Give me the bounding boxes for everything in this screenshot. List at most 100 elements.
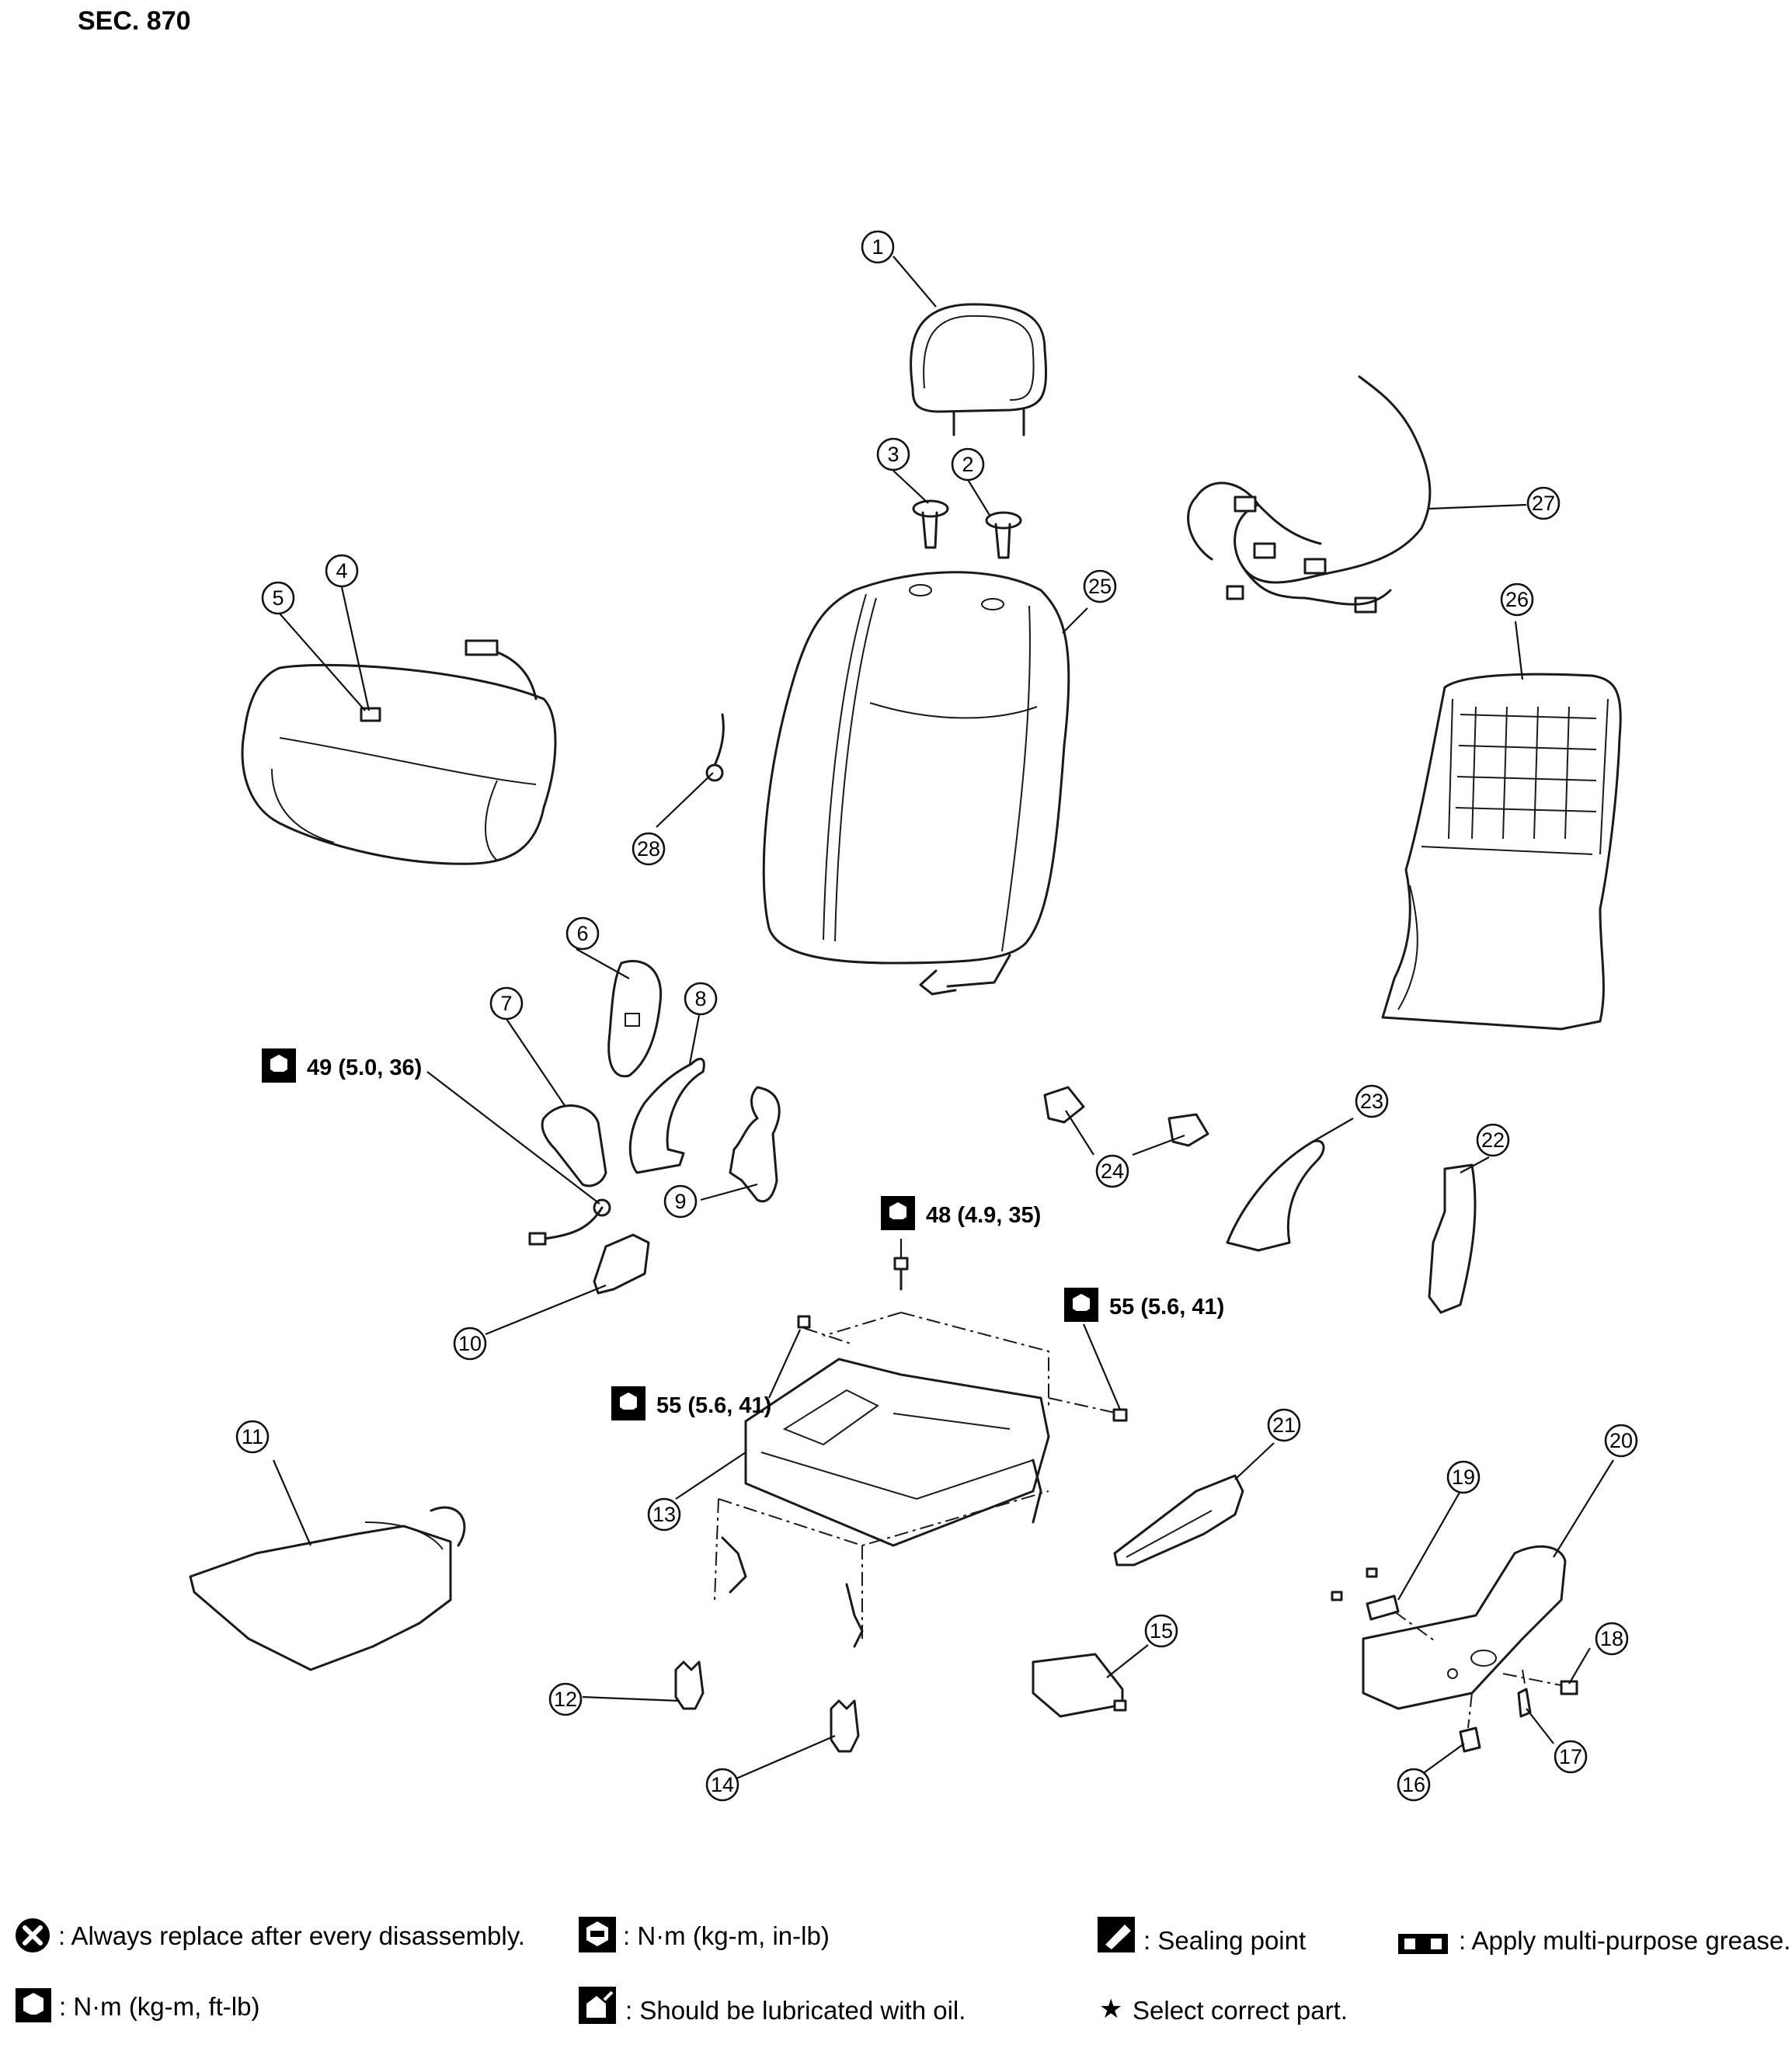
seat-harness xyxy=(1187,375,1432,614)
svg-text:49 (5.0, 36): 49 (5.0, 36) xyxy=(307,1055,422,1080)
callout-8: 8 xyxy=(684,982,718,1016)
callout-20: 20 xyxy=(1604,1424,1638,1458)
svg-text:14: 14 xyxy=(711,1773,734,1796)
svg-text:10: 10 xyxy=(458,1332,482,1355)
svg-text:28: 28 xyxy=(637,837,660,861)
recliner-cover-inner xyxy=(607,959,663,1078)
svg-text:27: 27 xyxy=(1532,492,1555,515)
svg-text:7: 7 xyxy=(500,992,512,1015)
svg-text:15: 15 xyxy=(1150,1619,1173,1643)
callout-17: 17 xyxy=(1554,1740,1588,1774)
callout-26: 26 xyxy=(1500,582,1534,617)
svg-text:8: 8 xyxy=(694,987,706,1010)
x-circle-icon xyxy=(16,1918,50,1952)
callout-25: 25 xyxy=(1083,569,1117,603)
legend: : Always replace after every disassembly… xyxy=(16,1917,1790,2025)
svg-text:25: 25 xyxy=(1088,575,1112,598)
callout-3: 3 xyxy=(876,437,910,471)
section-label: SEC. 870 xyxy=(78,6,191,36)
socket-torque-icon xyxy=(1064,1288,1098,1322)
svg-text:11: 11 xyxy=(242,1425,263,1448)
torque-label-48: 48 (4.9, 35) xyxy=(881,1196,1041,1230)
sealing-point-icon xyxy=(1098,1917,1135,1952)
legend-select: ★ Select correct part. xyxy=(1099,1994,1348,2025)
svg-text:: N·m (kg-m, in-lb): : N·m (kg-m, in-lb) xyxy=(623,1921,830,1950)
svg-text:6: 6 xyxy=(576,922,588,945)
svg-text:12: 12 xyxy=(554,1688,577,1711)
inner-finisher xyxy=(1113,1474,1244,1566)
svg-text:1: 1 xyxy=(872,235,883,259)
callout-1: 1 xyxy=(861,230,895,264)
callout-21: 21 xyxy=(1267,1408,1301,1442)
callout-5: 5 xyxy=(261,581,295,615)
svg-text:23: 23 xyxy=(1360,1090,1383,1113)
seat-belt-buckle xyxy=(528,1104,611,1246)
seatback-frame xyxy=(1381,673,1622,1031)
torque-label-55-left: 55 (5.6, 41) xyxy=(611,1386,771,1420)
callout-4: 4 xyxy=(325,554,359,588)
svg-text:17: 17 xyxy=(1559,1745,1582,1768)
oil-can-icon xyxy=(579,1987,616,2024)
callout-14: 14 xyxy=(705,1768,739,1802)
svg-text:26: 26 xyxy=(1505,588,1529,611)
svg-text:18: 18 xyxy=(1600,1627,1623,1650)
legend-sealing: : Sealing point xyxy=(1098,1917,1306,1955)
headrest xyxy=(910,303,1048,436)
callout-10: 10 xyxy=(453,1327,487,1361)
legend-oil: : Should be lubricated with oil. xyxy=(579,1987,966,2025)
legend-nm-ft: : N·m (kg-m, ft-lb) xyxy=(16,1988,259,2022)
svg-text:4: 4 xyxy=(336,559,347,582)
svg-text:16: 16 xyxy=(1402,1773,1425,1796)
buckle-bracket xyxy=(593,1233,650,1295)
seat-cushion-trim xyxy=(241,639,557,865)
callout-28: 28 xyxy=(632,832,666,866)
svg-text:21: 21 xyxy=(1272,1413,1296,1437)
svg-text:3: 3 xyxy=(887,443,899,466)
callout-19: 19 xyxy=(1446,1460,1481,1494)
socket-torque-in-icon xyxy=(579,1917,616,1952)
svg-text:: Should be lubricated with oi: : Should be lubricated with oil. xyxy=(625,1996,966,2025)
socket-torque-icon xyxy=(262,1048,296,1083)
recliner-covers-outer xyxy=(1226,1139,1477,1314)
svg-text:13: 13 xyxy=(652,1503,676,1526)
cushion-hooks xyxy=(674,1660,860,1753)
seatback-trim xyxy=(762,571,1070,996)
recliner-covers xyxy=(628,1058,781,1203)
callout-13: 13 xyxy=(647,1497,681,1532)
seat-frame-assembly xyxy=(714,1312,1119,1648)
svg-text:24: 24 xyxy=(1101,1160,1124,1183)
torque-label-55-right: 55 (5.6, 41) xyxy=(1064,1288,1224,1322)
seat-cushion-pan xyxy=(189,1506,466,1671)
svg-text:48 (4.9, 35): 48 (4.9, 35) xyxy=(926,1203,1041,1228)
callout-27: 27 xyxy=(1526,486,1561,520)
svg-text:55 (5.6, 41): 55 (5.6, 41) xyxy=(656,1393,771,1418)
svg-text:: N·m (kg-m, ft-lb): : N·m (kg-m, ft-lb) xyxy=(59,1992,259,2021)
legend-nm-in: : N·m (kg-m, in-lb) xyxy=(579,1917,830,1952)
callout-9: 9 xyxy=(663,1184,698,1219)
leader-lines xyxy=(272,256,1614,1780)
callout-16: 16 xyxy=(1397,1768,1431,1802)
callout-23: 23 xyxy=(1355,1084,1389,1118)
socket-torque-icon xyxy=(611,1386,645,1420)
outer-finisher xyxy=(1362,1545,1567,1710)
svg-text:22: 22 xyxy=(1481,1128,1505,1152)
seat-control-module xyxy=(1032,1653,1127,1718)
callout-2: 2 xyxy=(951,447,985,482)
callout-7: 7 xyxy=(489,986,524,1021)
callout-24: 24 xyxy=(1095,1154,1129,1188)
legend-grease: : Apply multi-purpose grease. xyxy=(1398,1926,1790,1955)
svg-text:2: 2 xyxy=(962,453,973,476)
grease-icon xyxy=(1398,1934,1448,1954)
headrest-guides xyxy=(912,499,1022,559)
svg-text:: Apply multi-purpose grease.: : Apply multi-purpose grease. xyxy=(1459,1926,1790,1955)
switch-parts xyxy=(1331,1567,1578,1753)
star-icon: ★ xyxy=(1099,1994,1122,2025)
svg-text:: Sealing point: : Sealing point xyxy=(1143,1926,1306,1955)
callout-15: 15 xyxy=(1144,1614,1178,1648)
torque-label-49: 49 (5.0, 36) xyxy=(262,1048,422,1083)
callout-22: 22 xyxy=(1476,1123,1510,1157)
callout-11: 11 xyxy=(235,1420,270,1454)
legend-replace: : Always replace after every disassembly… xyxy=(16,1918,525,1952)
trim-clip xyxy=(705,713,725,782)
